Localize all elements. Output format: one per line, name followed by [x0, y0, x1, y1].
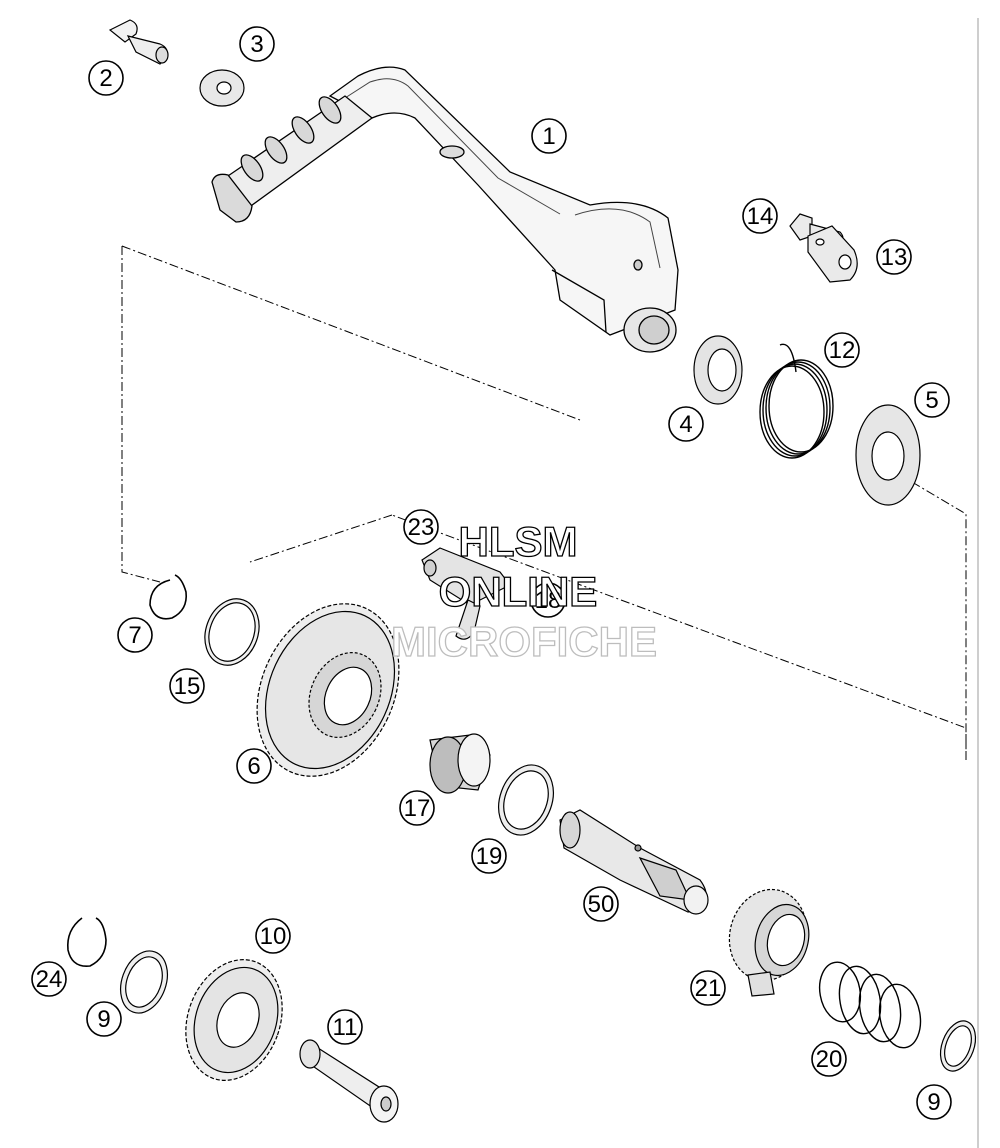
callout-number: 24 [36, 966, 63, 993]
callout-circle [876, 239, 912, 275]
idler-gear-part [185, 959, 283, 1081]
callout-15: 15 [169, 668, 205, 704]
callout-circle [742, 198, 778, 234]
callout-number: 18 [535, 587, 562, 614]
callout-13: 13 [876, 239, 912, 275]
callout-9b: 9 [916, 1084, 952, 1120]
callout-number: 20 [816, 1046, 843, 1073]
callout-12: 12 [824, 332, 860, 368]
callout-circle [169, 668, 205, 704]
callout-number: 9 [927, 1089, 940, 1116]
callout-number: 1 [542, 123, 555, 150]
ratchet-gear-part [728, 888, 810, 997]
callout-number: 9 [97, 1006, 110, 1033]
washer-part [498, 764, 554, 836]
callout-number: 2 [99, 65, 112, 92]
callout-number: 10 [260, 923, 287, 950]
callout-circle [88, 60, 124, 96]
washer-part [120, 950, 168, 1014]
callout-circle [916, 1084, 952, 1120]
callout-circle [690, 970, 726, 1006]
needle-bearing-part [429, 733, 491, 794]
callout-number: 14 [747, 203, 774, 230]
callout-circle [236, 748, 272, 784]
seal-ring-part [693, 335, 743, 405]
thrust-washer-part [204, 598, 260, 666]
callout-11: 11 [327, 1009, 363, 1045]
intermediate-gear-part [256, 603, 400, 777]
callout-1: 1 [531, 118, 567, 154]
circlip-part [66, 917, 107, 967]
callout-circle [31, 961, 67, 997]
callout-4: 4 [668, 406, 704, 442]
callout-circle [530, 582, 566, 618]
callout-number: 3 [250, 31, 263, 58]
torsion-spring-part [759, 343, 834, 459]
washer-part [855, 404, 921, 506]
callout-number: 7 [128, 622, 141, 649]
callout-circle [86, 1001, 122, 1037]
callout-circle [403, 509, 439, 545]
kickstarter-shaft-part [559, 809, 709, 915]
callout-18: 18 [530, 582, 566, 618]
callout-23: 23 [403, 509, 439, 545]
bracket-part [807, 225, 858, 283]
callout-number: 17 [404, 795, 431, 822]
washer-part [939, 1020, 977, 1072]
callout-circle [811, 1041, 847, 1077]
callout-circle [668, 406, 704, 442]
callout-circle [117, 617, 153, 653]
callout-2: 2 [88, 60, 124, 96]
callout-number: 15 [174, 673, 201, 700]
callout-circle [399, 790, 435, 826]
callout-number: 12 [829, 337, 856, 364]
ratchet-stop-part [421, 547, 511, 640]
callout-20: 20 [811, 1041, 847, 1077]
callout-number: 13 [881, 244, 908, 271]
compression-spring-part [818, 961, 922, 1049]
pin-part [108, 19, 169, 65]
kick-starter-lever [211, 66, 679, 353]
callout-circle [471, 838, 507, 874]
callout-5: 5 [914, 382, 950, 418]
callout-6: 6 [236, 748, 272, 784]
callout-21: 21 [690, 970, 726, 1006]
callout-9a: 9 [86, 1001, 122, 1037]
callout-14: 14 [742, 198, 778, 234]
washer-part [199, 69, 245, 107]
circlip-part [149, 574, 188, 620]
callout-number: 23 [408, 514, 435, 541]
watermark-line-3: MICROFICHE [391, 618, 657, 665]
callout-number: 6 [247, 753, 260, 780]
callout-number: 11 [333, 1014, 358, 1041]
watermark-line-2: ONLINE [439, 568, 598, 615]
callout-circle [531, 118, 567, 154]
callout-19: 19 [471, 838, 507, 874]
callout-circle [239, 26, 275, 62]
callout-number: 5 [925, 387, 938, 414]
callout-24: 24 [31, 961, 67, 997]
callout-10: 10 [255, 918, 291, 954]
shaft-pin-part [299, 1039, 399, 1123]
callout-circle [914, 382, 950, 418]
callout-circle [327, 1009, 363, 1045]
callout-3: 3 [239, 26, 275, 62]
assembly-dash-line [911, 481, 967, 760]
callout-7: 7 [117, 617, 153, 653]
callout-number: 19 [476, 843, 503, 870]
callout-number: 4 [679, 411, 692, 438]
callout-circle [583, 886, 619, 922]
assembly-dash-line [121, 245, 581, 421]
callout-50: 50 [583, 886, 619, 922]
callout-17: 17 [399, 790, 435, 826]
watermark-line-1: HLSM [459, 518, 578, 565]
callout-circle [255, 918, 291, 954]
callout-circle [824, 332, 860, 368]
assembly-dash-line [121, 246, 161, 583]
assembly-dash-line [249, 514, 393, 563]
callout-number: 50 [588, 891, 615, 918]
callout-number: 21 [695, 975, 722, 1002]
